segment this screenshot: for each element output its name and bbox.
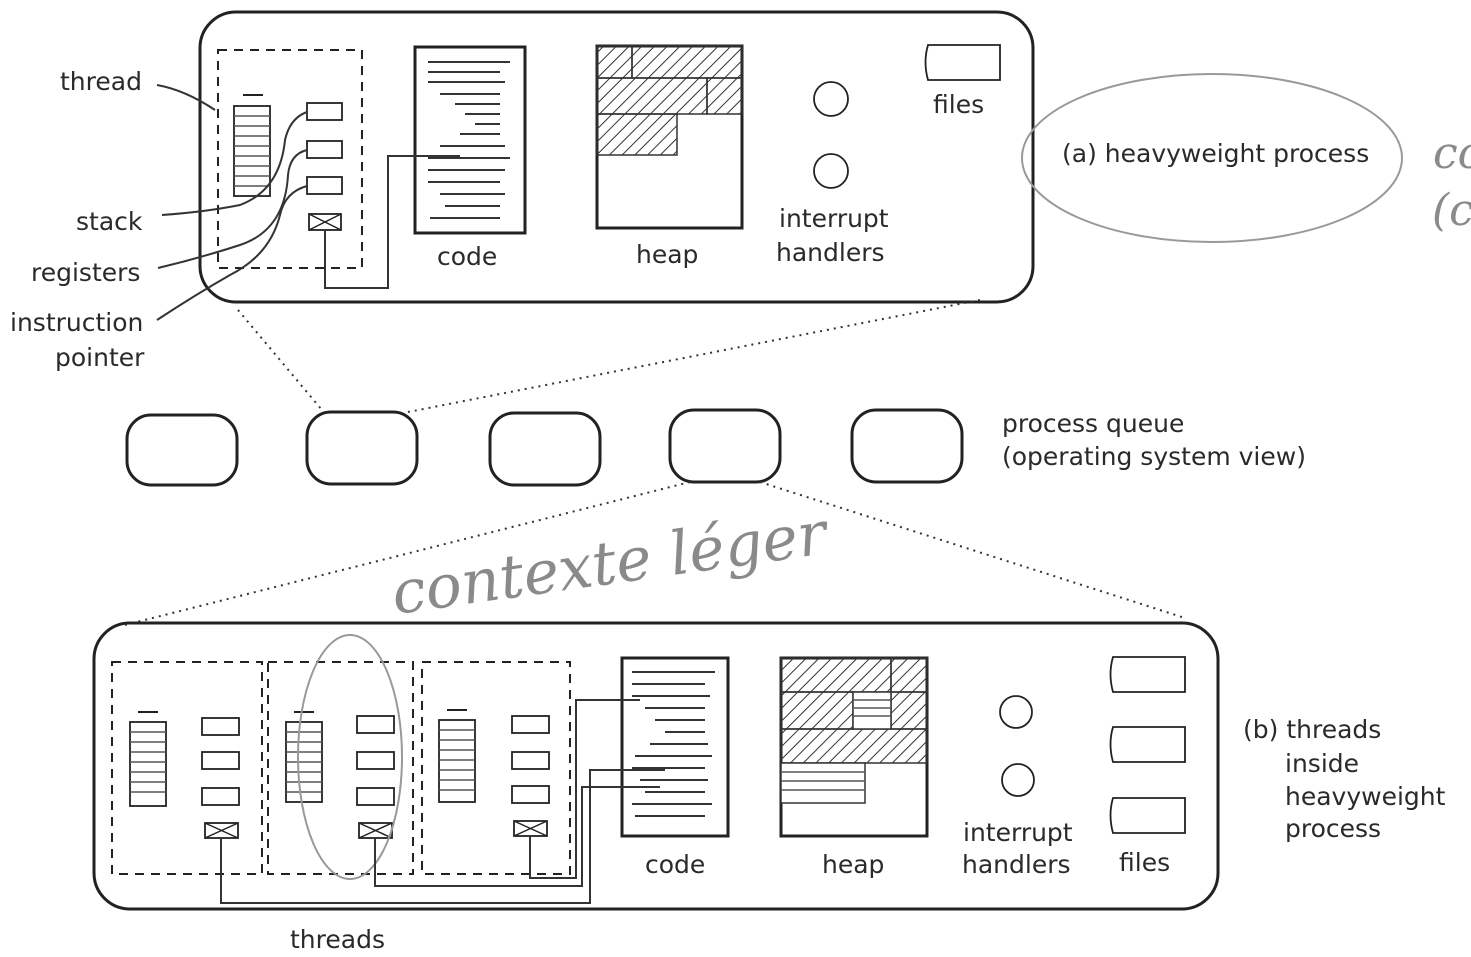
interrupt-label-1: interrupt bbox=[779, 204, 889, 233]
caption-b-3: heavyweight bbox=[1285, 782, 1446, 811]
thread-label: thread bbox=[60, 67, 142, 96]
caption-b-2: inside bbox=[1285, 749, 1359, 778]
instruction-pointer-wires bbox=[220, 699, 665, 904]
hand-circle-a bbox=[1021, 73, 1403, 243]
stack-icon bbox=[233, 94, 271, 197]
queue-caption-1: process queue bbox=[1002, 409, 1184, 438]
thread-3-contents bbox=[438, 709, 550, 837]
queue-slot-2 bbox=[305, 410, 419, 486]
handwritten-right-1: co bbox=[1433, 128, 1471, 179]
instruction-pointer-label-2: pointer bbox=[55, 343, 145, 372]
handwritten-right-2: (c bbox=[1432, 185, 1471, 236]
heavyweight-process-box bbox=[198, 10, 1035, 304]
files-label-bottom: files bbox=[1119, 848, 1170, 877]
interrupt-label-bottom-2: handlers bbox=[962, 850, 1071, 879]
register-wires bbox=[156, 84, 460, 321]
code-block-bottom bbox=[620, 656, 730, 838]
thread-region-3 bbox=[421, 661, 571, 875]
code-label-bottom: code bbox=[645, 850, 705, 879]
zoom-lines-top bbox=[237, 299, 981, 413]
register-icons bbox=[306, 102, 343, 195]
instruction-pointer-icon bbox=[308, 213, 342, 231]
code-label: code bbox=[437, 242, 497, 271]
handwritten-center: contexte léger bbox=[387, 498, 834, 629]
interrupt-label-bottom-1: interrupt bbox=[963, 818, 1073, 847]
file-icon bbox=[924, 44, 1001, 81]
queue-slot-1 bbox=[125, 413, 239, 487]
heap-block-bottom bbox=[779, 656, 929, 838]
interrupt-handler-icons-bottom bbox=[999, 695, 1035, 797]
interrupt-label-2: handlers bbox=[776, 238, 885, 267]
code-block bbox=[413, 45, 527, 235]
hand-circle-thread bbox=[297, 634, 403, 880]
zoom-lines-bottom bbox=[124, 481, 1186, 626]
caption-b-1: (b) threads bbox=[1243, 715, 1381, 744]
instruction-pointer-label-1: instruction bbox=[10, 308, 143, 337]
threaded-process-box bbox=[92, 621, 1220, 911]
queue-slot-4 bbox=[668, 408, 782, 484]
interrupt-handler-icons bbox=[813, 81, 849, 189]
queue-slot-5 bbox=[850, 408, 964, 484]
heap-label: heap bbox=[636, 240, 698, 269]
heap-label-bottom: heap bbox=[822, 850, 884, 879]
files-label: files bbox=[933, 90, 984, 119]
thread-region-1 bbox=[111, 661, 263, 875]
file-icons-bottom bbox=[1109, 656, 1186, 834]
thread-region bbox=[217, 49, 363, 269]
queue-slot-3 bbox=[488, 411, 602, 487]
caption-b-4: process bbox=[1285, 814, 1381, 843]
process-queue bbox=[125, 408, 964, 487]
threads-label: threads bbox=[290, 925, 385, 954]
heap-block bbox=[595, 44, 744, 230]
stack-label: stack bbox=[76, 207, 143, 236]
thread-2-contents bbox=[285, 711, 395, 839]
thread-1-contents bbox=[129, 711, 240, 839]
queue-caption-2: (operating system view) bbox=[1002, 442, 1306, 471]
registers-label: registers bbox=[31, 258, 140, 287]
caption-a: (a) heavyweight process bbox=[1062, 139, 1369, 168]
thread-region-2 bbox=[267, 661, 414, 875]
